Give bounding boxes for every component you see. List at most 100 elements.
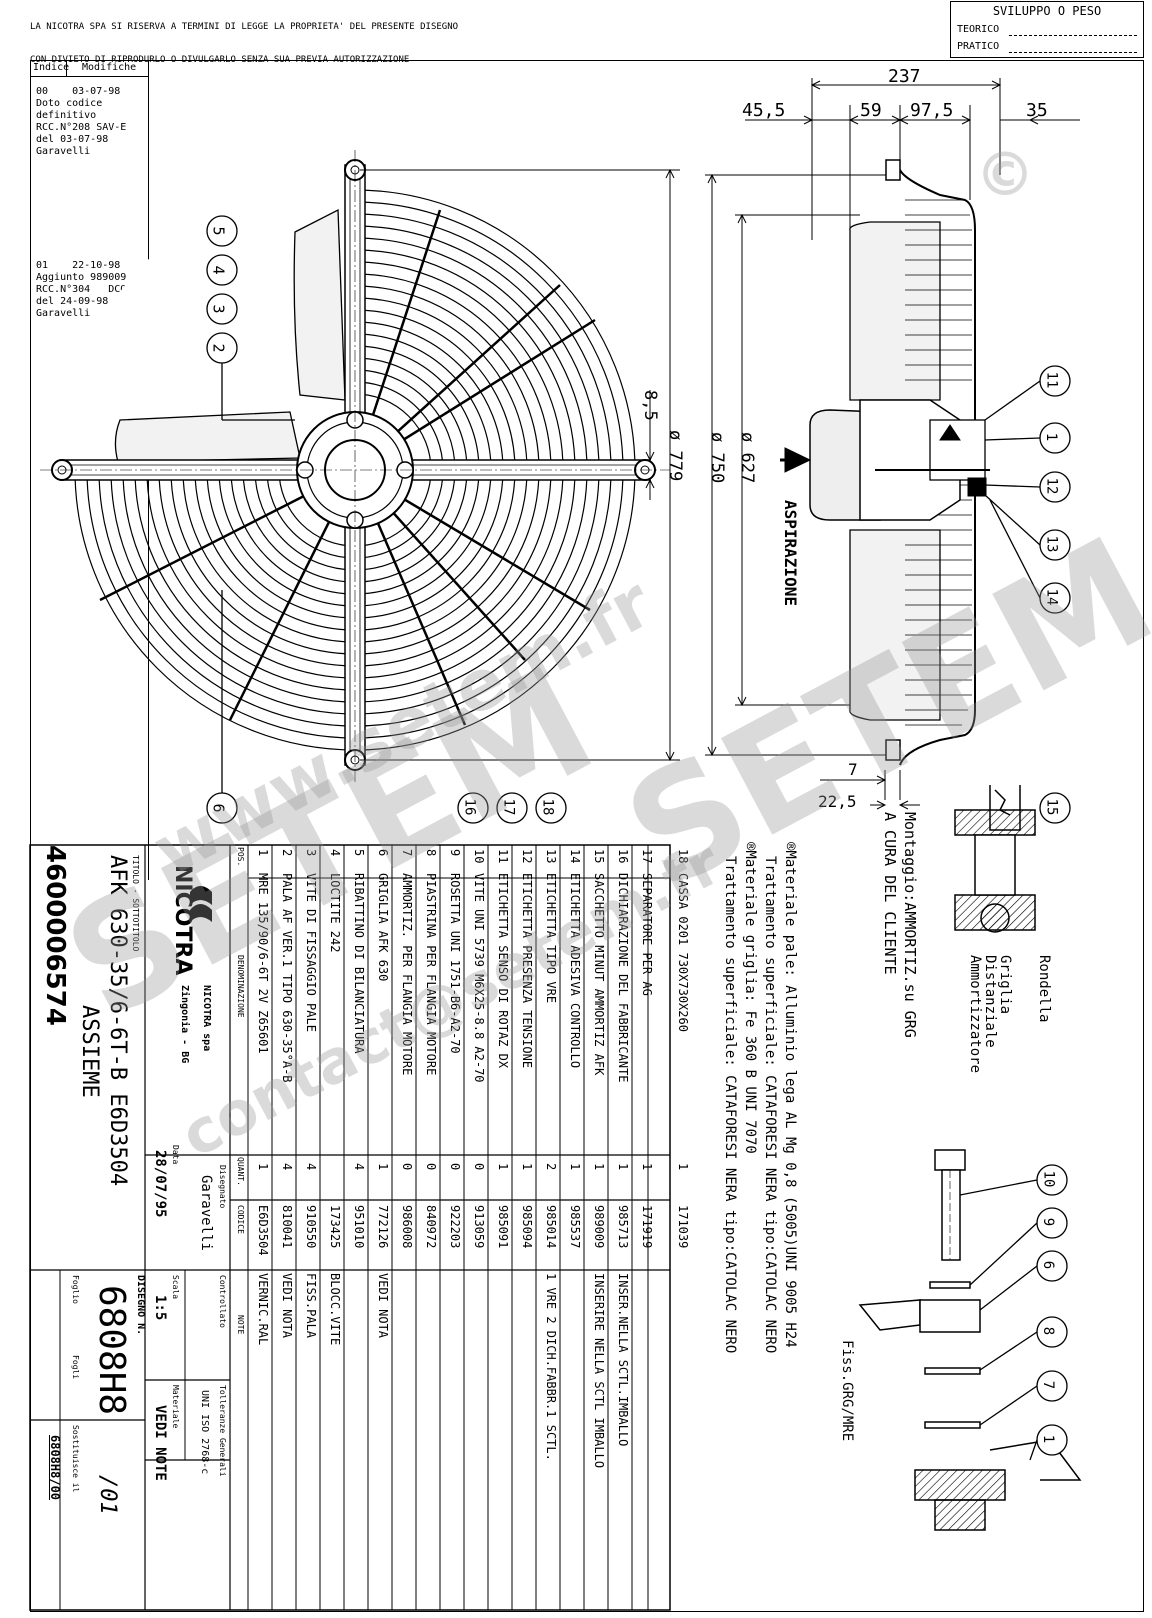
revision-value: /01 (95, 1475, 120, 1515)
materiale-label: Materiale (171, 1385, 180, 1429)
dim-779: ø 779 (665, 430, 685, 482)
bom-row-codice: 810041 (280, 1205, 294, 1249)
col-modifiche: Modifiche (82, 62, 137, 73)
title-block: NICOTRA NICOTRA spa Zingonia - BG Disegn… (30, 845, 230, 1610)
tolleranze-label: Tolleranze Generali (218, 1385, 227, 1477)
balloon-12: 12 (1043, 477, 1060, 495)
bom-row-codice: 951010 (352, 1205, 366, 1249)
title-block-wrap: NICOTRA NICOTRA spa Zingonia - BG Disegn… (48, 845, 995, 1515)
rev-header-divider (66, 60, 67, 76)
front-dimensions (360, 168, 680, 762)
fan-side-view (705, 78, 1080, 810)
bom-row-quant: 1 (592, 1163, 606, 1171)
scala-value: 1:5 (152, 1295, 168, 1321)
fixing-detail (858, 1149, 1082, 1531)
teorico-line (1009, 35, 1137, 36)
bom-row-codice: 840972 (424, 1205, 438, 1249)
sostituisce-label: Sostituisce il (71, 1425, 80, 1493)
bom-row-note: VEDI NOTA (376, 1273, 390, 1339)
balloon-5: 5 (209, 226, 228, 236)
bom-col-quant: QUANT. (236, 1157, 245, 1186)
bom-row-quant: 1 (496, 1163, 510, 1171)
bom-row-codice: E6D3504 (256, 1205, 270, 1256)
bom-row-codice: 171919 (640, 1205, 654, 1249)
bom-row-note: 1 VRE 2 DICH.FABBR.1 SCTL. (544, 1273, 558, 1461)
fiss-wrap: Fiss.GRG/MRE (839, 1340, 956, 1441)
scala-label: Scala (171, 1275, 180, 1300)
bom-row-codice: 985094 (520, 1205, 534, 1249)
balloon-17: 17 (500, 798, 517, 816)
bom-row-quant: 1 (256, 1163, 270, 1171)
bom-row-note: BLOCC.VITE (328, 1273, 342, 1346)
dim-35: 35 (1026, 100, 1048, 121)
balloons-left (206, 215, 295, 824)
disegno-n-value: 6808H8 (91, 1285, 132, 1416)
ammortizzatore-detail (954, 785, 1036, 933)
bom-row-quant: 4 (280, 1163, 294, 1171)
materiale-value: VEDI NOTE (152, 1405, 168, 1481)
fan-front-view (40, 150, 670, 785)
dim-7: 7 (848, 760, 858, 779)
nicotra-logo: NICOTRA (170, 865, 195, 976)
bom-row-quant: 1 (616, 1163, 630, 1171)
balloon-11: 11 (1043, 371, 1060, 389)
bom-row-codice: 171039 (676, 1205, 690, 1249)
balloon-4: 4 (209, 265, 228, 275)
bom-row-quant: 1 (640, 1163, 654, 1171)
title-line-1: AFK 630-35/6-6T-B E6D3504 (105, 855, 130, 1187)
dim-627-wrap: ø 627 (737, 432, 808, 483)
fogli-label: Fogli (71, 1355, 80, 1380)
bom-row-codice: 922203 (448, 1205, 462, 1249)
balloon-7: 7 (1040, 1380, 1057, 1390)
sostituisce-value: 6808H8/00 (48, 1435, 62, 1501)
bom-row-codice: 910550 (304, 1205, 318, 1249)
dim-237: 237 (888, 66, 921, 87)
company-name: NICOTRA spa (201, 985, 212, 1052)
copyright-line-1: LA NICOTRA SPA SI RISERVA A TERMINI DI L… (30, 22, 459, 32)
balloon-6: 6 (209, 803, 228, 813)
bom-row-quant: 0 (400, 1163, 414, 1171)
balloon-16: 16 (461, 798, 478, 816)
bom-row-note: INSERIRE NELLA SCTL IMBALLO (592, 1273, 606, 1469)
col-indice: Indice (33, 62, 70, 73)
balloon-8: 8 (1040, 1326, 1057, 1336)
balloon-1: 1 (1043, 432, 1060, 442)
sviluppo-title: SVILUPPO O PESO (992, 4, 1102, 18)
tolleranze-value: UNI ISO 2768-c (199, 1390, 210, 1475)
bom-row-quant: 1 (520, 1163, 534, 1171)
teorico-label: TEORICO (957, 24, 1000, 35)
data-label: Data (171, 1145, 180, 1165)
title-line-2: ASSIEME (77, 1005, 102, 1098)
bom-row-note: FISS.PALA (304, 1273, 318, 1339)
bom-row-note: INSER.NELLA SCTL.IMBALLO (616, 1273, 630, 1447)
disegnato-label: Disegnato (218, 1165, 227, 1209)
bom-row-codice: 986008 (400, 1205, 414, 1249)
aspirazione-label: ASPIRAZIONE (781, 500, 800, 606)
data-value: 28/07/95 (152, 1150, 168, 1218)
dim-8-5: 8,5 (640, 390, 660, 421)
bom-row-quant: 4 (304, 1163, 318, 1171)
bom-row-quant: 0 (472, 1163, 486, 1171)
dim-750: ø 750 (707, 432, 727, 484)
balloon-14: 14 (1043, 588, 1060, 606)
dim-45-5: 45,5 (742, 100, 786, 121)
fiss-label: Fiss.GRG/MRE (839, 1340, 855, 1442)
dim-22-5: 22,5 (818, 792, 857, 811)
bom-table-grid (29, 844, 671, 1611)
revision-00: 00 03-07-98 Doto codice definitivo RCC.N… (36, 86, 127, 157)
dim-97-5: 97,5 (910, 100, 954, 121)
bom-row-quant: 1 (568, 1163, 582, 1171)
pratico-label: PRATICO (957, 41, 1000, 52)
revision-01: 01 22-10-98 Aggiunto 989009 RCC.N°304 DC… (36, 260, 127, 319)
balloons-right (984, 365, 1071, 824)
balloon-1b: 1 (1040, 1434, 1057, 1444)
bom-row-codice: 173425 (328, 1205, 342, 1249)
bom-row-quant: 4 (352, 1163, 366, 1171)
controllato-label: Controllato (218, 1275, 227, 1328)
drawing-frame (30, 60, 1144, 1612)
bom-row-note: VERNIC.RAL (256, 1273, 270, 1346)
bom-row-codice: 985713 (616, 1205, 630, 1249)
bom-row-quant: 1 (376, 1163, 390, 1171)
bom-col-note: NOTE (236, 1315, 245, 1335)
